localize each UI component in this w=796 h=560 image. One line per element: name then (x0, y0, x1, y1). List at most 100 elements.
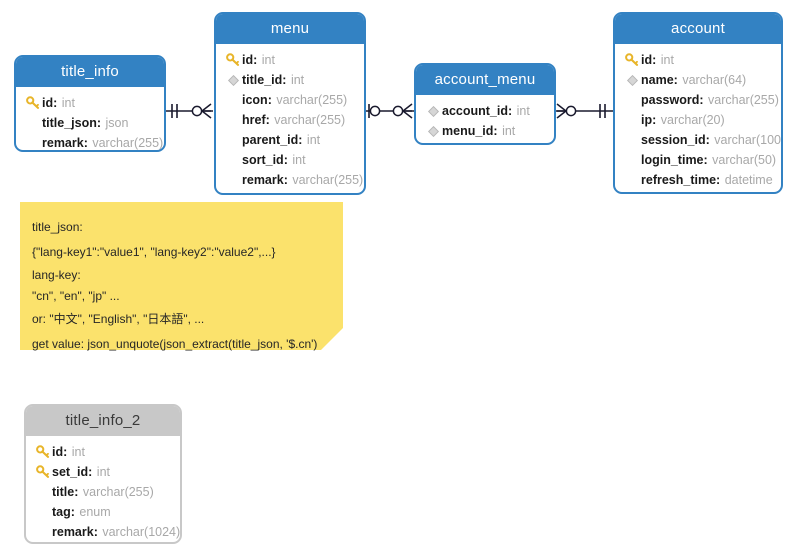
blank-icon (224, 150, 242, 170)
entity-account-header: account (615, 14, 781, 44)
field-type: varchar(100) (714, 133, 783, 147)
blank-icon (623, 170, 641, 190)
key-icon (224, 50, 242, 70)
field-type: varchar(255) (708, 93, 779, 107)
field-type: varchar(255) (82, 485, 154, 499)
field-row[interactable]: id: int (216, 50, 364, 70)
field-name: remark (42, 136, 84, 150)
relationship-menu-account_menu (366, 103, 414, 119)
blank-icon (623, 130, 641, 150)
diamond-icon (224, 70, 242, 90)
field-type: enum (79, 505, 111, 519)
field-name: parent_id (242, 133, 299, 147)
field-row[interactable]: remark: varchar(255) (216, 170, 364, 190)
field-row[interactable]: icon: varchar(255) (216, 90, 364, 110)
note-line: lang-key: (32, 268, 81, 282)
field-row[interactable]: id: int (16, 93, 164, 113)
field-row[interactable]: remark: varchar(1024) (26, 522, 180, 542)
key-icon (34, 442, 52, 462)
entity-account-fields: id: int name: varchar(64) password: varc… (615, 44, 781, 192)
diamond-icon (623, 70, 641, 90)
field-name: menu_id (442, 124, 494, 138)
key-icon (623, 50, 641, 70)
field-name: password (641, 93, 700, 107)
blank-icon (623, 110, 641, 130)
field-row[interactable]: ip: varchar(20) (615, 110, 781, 130)
relationship-account_menu-account (556, 103, 613, 119)
entity-menu[interactable]: menu id: int title_id: int icon: varcha (214, 12, 366, 195)
field-type: int (96, 465, 110, 479)
field-type: varchar(255) (292, 173, 364, 187)
field-type: json (105, 116, 129, 130)
field-name: ip (641, 113, 653, 127)
field-row[interactable]: title_id: int (216, 70, 364, 90)
blank-icon (24, 133, 42, 150)
field-row[interactable]: login_time: varchar(50) (615, 150, 781, 170)
field-type: int (290, 73, 305, 87)
field-name: account_id (442, 104, 508, 118)
key-icon (34, 462, 52, 482)
note-fold-corner (321, 328, 343, 350)
entity-title_info-fields: id: int title_json: json remark: varchar… (16, 87, 164, 150)
field-type: datetime (724, 173, 773, 187)
note-line: {"lang-key1":"value1", "lang-key2":"valu… (32, 245, 276, 259)
field-row[interactable]: sort_id: int (216, 150, 364, 170)
title_json-note[interactable]: title_json: {"lang-key1":"value1", "lang… (20, 202, 343, 351)
entity-account_menu[interactable]: account_menu account_id: int menu_id: in… (414, 63, 556, 145)
entity-account_menu-fields: account_id: int menu_id: int (416, 95, 554, 143)
note-line: title_json: (32, 220, 83, 234)
field-name: name (641, 73, 674, 87)
field-name: id (52, 445, 64, 459)
field-row[interactable]: title: varchar(255) (26, 482, 180, 502)
field-row[interactable]: menu_id: int (416, 121, 554, 141)
field-name: id (242, 53, 254, 67)
field-name: title (52, 485, 75, 499)
blank-icon (24, 113, 42, 133)
entity-title_info_2-header: title_info_2 (26, 406, 180, 436)
field-row[interactable]: session_id: varchar(100) (615, 130, 781, 150)
field-type: varchar(255) (92, 136, 164, 150)
blank-icon (224, 110, 242, 130)
field-type: varchar(50) (712, 153, 777, 167)
field-row[interactable]: refresh_time: datetime (615, 170, 781, 190)
field-type: varchar(255) (276, 93, 348, 107)
entity-title_info_2-fields: id: int set_id: int title: varchar(255) … (26, 436, 180, 542)
field-row[interactable]: id: int (26, 442, 180, 462)
field-row[interactable]: parent_id: int (216, 130, 364, 150)
blank-icon (34, 522, 52, 542)
entity-title_info[interactable]: title_info id: int title_json: json rema… (14, 55, 166, 152)
field-name: href (242, 113, 266, 127)
field-row[interactable]: title_json: json (16, 113, 164, 133)
field-row[interactable]: password: varchar(255) (615, 90, 781, 110)
field-name: id (641, 53, 653, 67)
key-icon (24, 93, 42, 113)
entity-account[interactable]: account id: int name: varchar(64) passw (613, 12, 783, 194)
field-name: session_id (641, 133, 706, 147)
field-row[interactable]: remark: varchar(255) (16, 133, 164, 150)
field-row[interactable]: href: varchar(255) (216, 110, 364, 130)
entity-title_info_2[interactable]: title_info_2 id: int set_id: int (24, 404, 182, 544)
entity-title_info-header: title_info (16, 57, 164, 87)
field-row[interactable]: id: int (615, 50, 781, 70)
field-name: login_time (641, 153, 704, 167)
field-name: title_id (242, 73, 283, 87)
blank-icon (224, 130, 242, 150)
field-type: varchar(64) (682, 73, 747, 87)
field-type: varchar(20) (660, 113, 725, 127)
field-row[interactable]: set_id: int (26, 462, 180, 482)
field-row[interactable]: name: varchar(64) (615, 70, 781, 90)
diamond-icon (424, 121, 442, 141)
entity-menu-header: menu (216, 14, 364, 44)
field-name: sort_id (242, 153, 284, 167)
blank-icon (623, 150, 641, 170)
field-row[interactable]: tag: enum (26, 502, 180, 522)
field-type: int (502, 124, 516, 138)
field-name: tag (52, 505, 71, 519)
field-type: int (261, 53, 275, 67)
field-type: int (292, 153, 306, 167)
field-name: id (42, 96, 54, 110)
field-type: varchar(255) (274, 113, 346, 127)
note-line: "cn", "en", "jp" ... (32, 289, 120, 303)
field-name: remark (242, 173, 284, 187)
field-row[interactable]: account_id: int (416, 101, 554, 121)
